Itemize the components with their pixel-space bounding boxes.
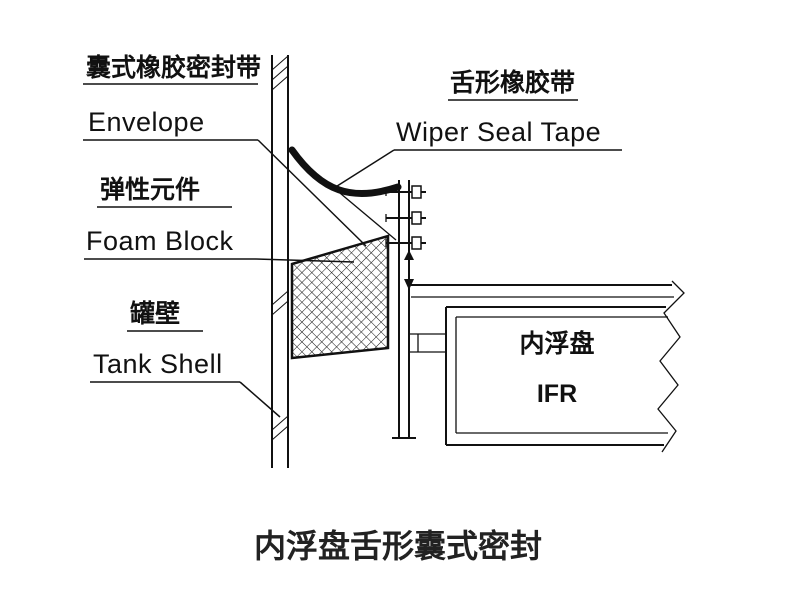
ifr-rim (411, 284, 674, 298)
arrow-icon (404, 250, 414, 290)
envelope-fabric-line (290, 151, 397, 241)
bolt-icon (385, 185, 426, 199)
bracket (410, 333, 446, 353)
leader-lines (83, 83, 622, 418)
ifr-box (445, 280, 685, 453)
label-wiper-en: Wiper Seal Tape (396, 117, 601, 147)
diagram-caption: 内浮盘舌形囊式密封 (254, 528, 542, 564)
mounting-bar (385, 180, 426, 439)
wiper-seal-tape-shape (288, 146, 402, 197)
label-foam-cn: 弹性元件 (100, 176, 200, 204)
label-tank-en: Tank Shell (93, 349, 223, 379)
label-foam-en: Foam Block (86, 226, 234, 256)
label-ifr-en: IFR (537, 380, 577, 408)
bolt-icon (385, 211, 426, 225)
bolt-icon (385, 236, 426, 250)
label-envelope-en: Envelope (88, 107, 205, 137)
label-wiper-cn: 舌形橡胶带 (450, 68, 575, 97)
label-envelope-cn: 囊式橡胶密封带 (86, 53, 261, 82)
tank-shell-wall (271, 55, 289, 468)
label-tank-cn: 罐壁 (129, 299, 180, 328)
break-line (657, 280, 685, 453)
foam-block-shape (290, 234, 390, 360)
label-ifr-cn: 内浮盘 (519, 329, 594, 358)
